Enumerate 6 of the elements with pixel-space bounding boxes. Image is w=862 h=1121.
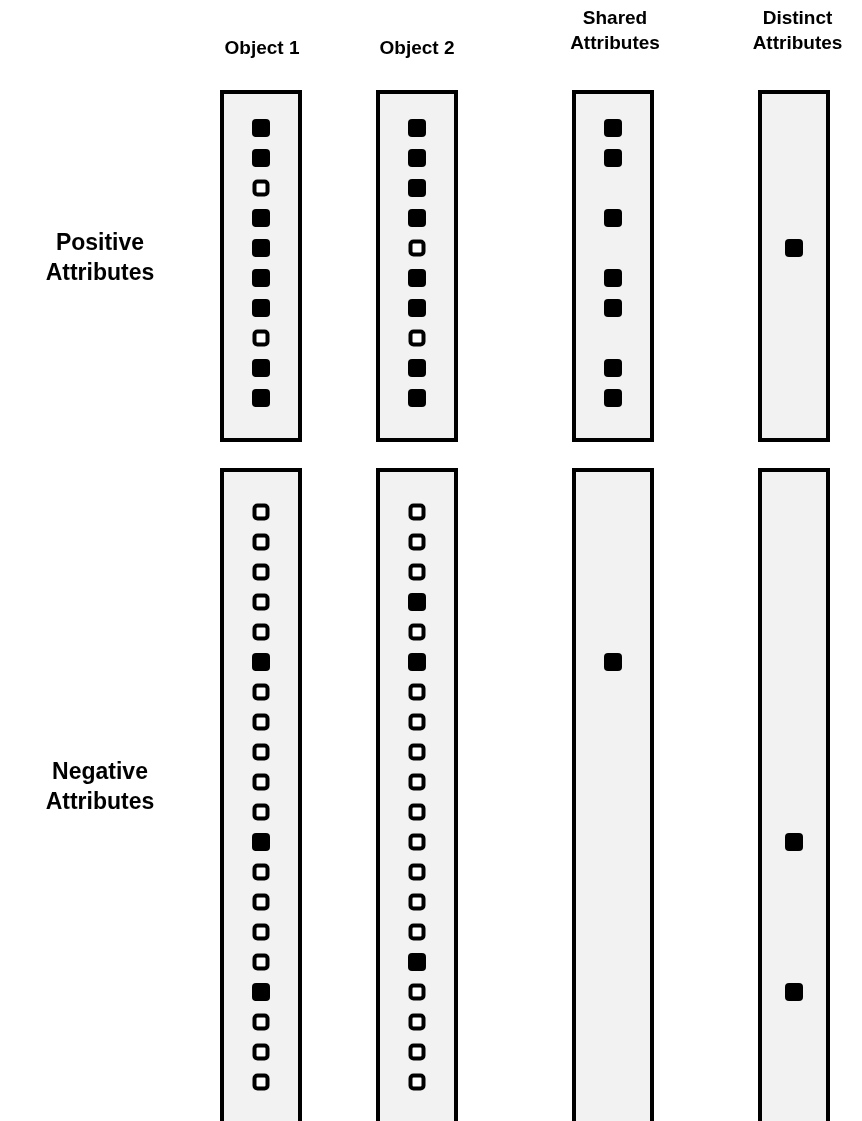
row-header: Negative Attributes xyxy=(44,757,156,816)
column-header: Object 2 xyxy=(378,36,456,60)
row-header: Positive Attributes xyxy=(44,228,156,287)
column-header: Shared Attributes xyxy=(569,6,661,55)
column-header: Distinct Attributes xyxy=(751,6,844,55)
column-header: Object 1 xyxy=(223,36,301,60)
